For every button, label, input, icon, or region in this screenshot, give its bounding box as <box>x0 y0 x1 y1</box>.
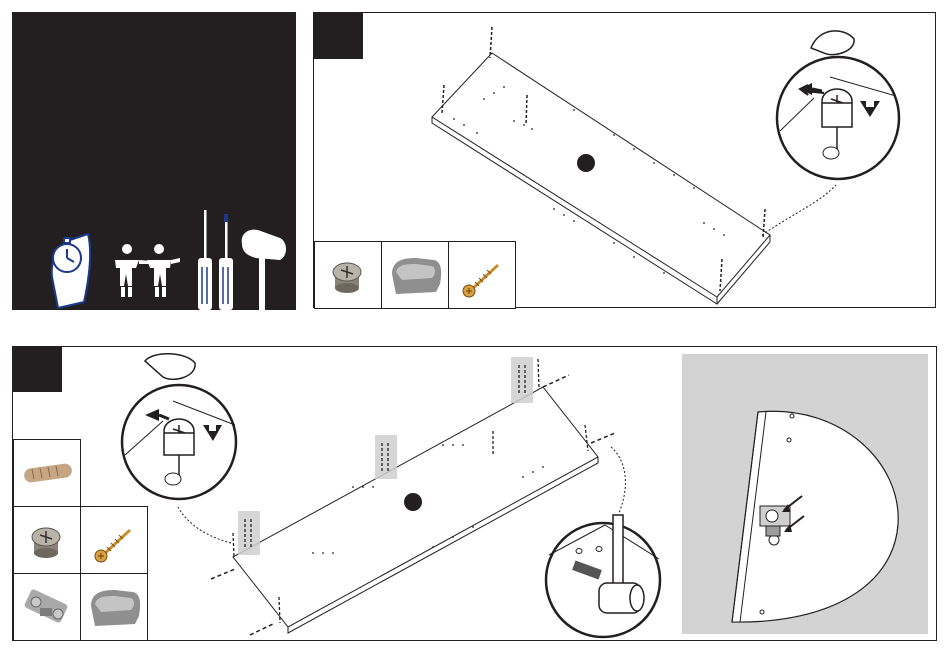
mallet-icon <box>242 230 286 310</box>
phillips-screwdriver-icon <box>198 210 212 310</box>
hinge-detail-drawing <box>682 354 928 634</box>
callout-leader <box>762 185 836 235</box>
intro-panel <box>12 12 296 310</box>
part-cover-cap <box>381 241 449 309</box>
wood-screw-icon <box>81 507 149 575</box>
dowel-mallet-detail <box>546 515 660 637</box>
part-wood-screw <box>80 506 148 574</box>
cam-lock-icon <box>14 507 82 575</box>
part-cover-cap <box>80 573 148 641</box>
hole-pattern <box>312 444 544 554</box>
cover-cap-icon <box>382 242 450 310</box>
part-cam-lock <box>314 241 382 309</box>
cam-lock-detail <box>777 31 899 179</box>
cam-lock-detail <box>122 354 236 499</box>
wooden-dowel-icon <box>14 440 82 508</box>
callout-leader-left <box>178 507 231 543</box>
highlight-zones <box>238 357 533 555</box>
intro-illustration <box>12 12 296 310</box>
part-hinge <box>13 573 81 641</box>
wood-screw-icon <box>449 242 517 310</box>
part-wooden-dowel <box>13 439 81 507</box>
part-wood-screw <box>448 241 516 309</box>
flat-screwdriver-icon <box>219 214 233 310</box>
hinge-icon <box>14 574 82 642</box>
center-marker <box>404 493 422 511</box>
cam-lock-icon <box>315 242 383 310</box>
step-1-panel <box>313 12 936 308</box>
stopwatch-hand-icon <box>52 234 90 308</box>
two-people-icon <box>115 244 180 297</box>
dowel-pins <box>233 359 588 623</box>
hinge-detail-panel <box>682 354 928 634</box>
cover-cap-icon <box>81 574 149 642</box>
center-marker <box>577 154 595 172</box>
callout-leader-right <box>611 447 625 513</box>
part-cam-lock <box>13 506 81 574</box>
